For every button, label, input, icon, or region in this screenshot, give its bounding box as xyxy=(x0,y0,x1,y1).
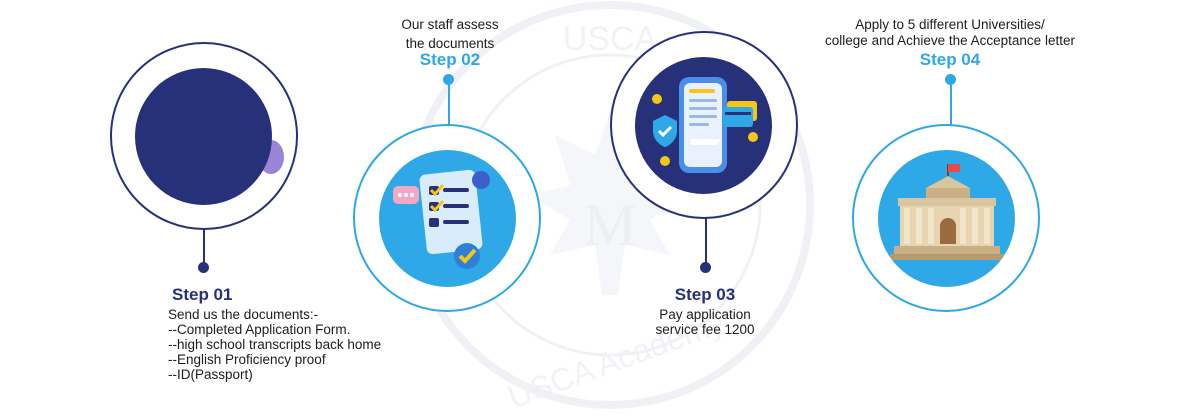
step-03-title: Step 03 xyxy=(674,285,736,304)
step-02-title: Step 02 xyxy=(419,50,481,69)
step-02-connector xyxy=(448,82,450,126)
step-01-line-2: --Completed Application Form. xyxy=(168,322,351,337)
phone-payment-icon xyxy=(652,77,758,173)
step-03-line-2: service fee 1200 xyxy=(655,322,755,337)
step-03-icon-circle xyxy=(635,57,772,194)
step-02-icon-circle xyxy=(379,150,516,287)
step-04-connector xyxy=(950,82,952,126)
step-04-dot xyxy=(945,74,956,85)
step-01-icon-circle xyxy=(135,68,272,205)
step-03-dot xyxy=(700,262,711,273)
step-01-line-4: --English Proficiency proof xyxy=(168,352,326,367)
step-01-title: Step 01 xyxy=(172,285,233,304)
university-building-icon xyxy=(890,164,1004,260)
step-03-connector xyxy=(705,218,707,266)
step-01-line-5: --ID(Passport) xyxy=(168,367,253,382)
step-01-connector xyxy=(203,229,205,265)
watermark-top-text: USCA xyxy=(563,20,658,58)
step-02-dot xyxy=(443,74,454,85)
step-01-dot xyxy=(198,262,209,273)
step-04-title: Step 04 xyxy=(919,50,981,69)
step-03-line-1: Pay application xyxy=(659,307,751,322)
step-02-line-2: the documents xyxy=(405,36,495,51)
step-02-line-1: Our staff assess xyxy=(401,17,499,32)
step-04-icon-circle xyxy=(878,150,1015,287)
step-01-line-1: Send us the documents:- xyxy=(168,307,319,322)
watermark-logo: M USCA USCA Academy xyxy=(406,1,814,415)
checklist-document-icon xyxy=(393,169,490,269)
step-04-line-2: college and Achieve the Acceptance lette… xyxy=(825,33,1075,48)
step-04-line-1: Apply to 5 different Universities/ xyxy=(855,17,1045,32)
svg-text:M: M xyxy=(583,192,636,258)
step-01-line-3: --high school transcripts back home xyxy=(168,337,382,352)
